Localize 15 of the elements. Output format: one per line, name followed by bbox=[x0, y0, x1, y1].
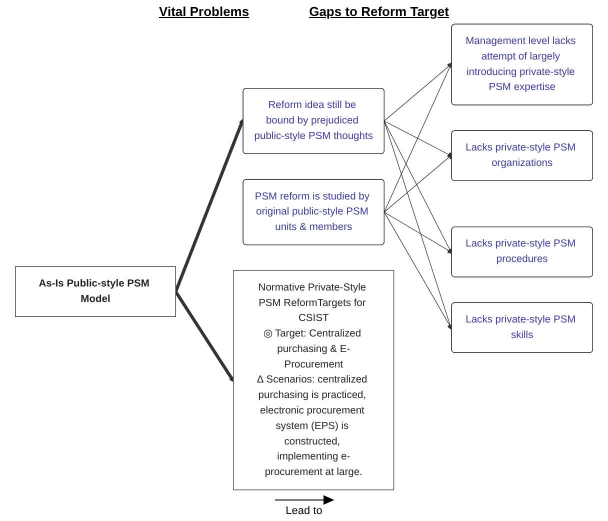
arrow bbox=[384, 62, 454, 122]
arrow bbox=[384, 120, 452, 254]
arrow bbox=[384, 212, 454, 254]
arrow bbox=[174, 290, 234, 383]
node-box: As-Is Public-style PSM Model bbox=[15, 266, 176, 317]
arrow bbox=[384, 120, 453, 330]
legend-label: Lead to bbox=[286, 505, 322, 517]
arrow bbox=[384, 62, 452, 212]
column-heading: Gaps to Reform Target bbox=[309, 4, 449, 19]
node-box: Normative Private-Style PSM ReformTargets for CSIST ◎ Target: Centralized purchasing & E-Procurement ∆ Scenarios: centralized purchasing is practiced, electronic procurement system (EPS) is constructed, implementing e-procurement at large. bbox=[233, 270, 394, 490]
arrow bbox=[384, 212, 452, 330]
arrow bbox=[174, 118, 244, 292]
column-heading: Vital Problems bbox=[159, 4, 250, 19]
arrow bbox=[384, 120, 454, 158]
arrow bbox=[384, 154, 454, 212]
